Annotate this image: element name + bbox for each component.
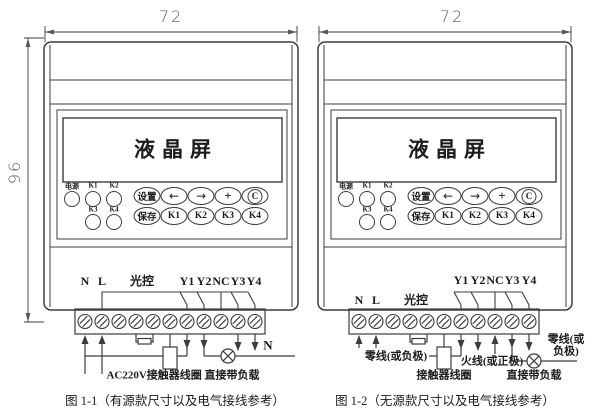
terminal-label-l-left: L bbox=[97, 274, 107, 288]
terminal-label-y1-right: Y1 bbox=[453, 273, 469, 287]
neutral-out-annotation-line2-right: 负极) bbox=[553, 345, 579, 358]
terminal-label-y4-right: Y4 bbox=[521, 273, 537, 287]
plus-button-right: + bbox=[488, 187, 516, 205]
device-case-left bbox=[43, 41, 299, 311]
terminal-label-n-right: N bbox=[354, 293, 364, 307]
k4-led-left bbox=[106, 214, 122, 230]
k2-button-right: K2 bbox=[461, 207, 489, 225]
power-led-left bbox=[64, 191, 80, 207]
indicator-label-k2-left: K2 bbox=[109, 181, 119, 190]
right-arrow-icon: → bbox=[195, 189, 207, 203]
left-arrow-icon: ← bbox=[442, 189, 454, 203]
live-in-annotation-right: 火线(或正极) bbox=[460, 355, 524, 368]
save-button-right: 保存 bbox=[407, 207, 435, 225]
indicator-label-k1-right: K1 bbox=[362, 181, 372, 190]
k1-button-left: K1 bbox=[160, 207, 188, 225]
arrow-right-button-left: → bbox=[187, 187, 215, 205]
c-circle-icon: C bbox=[521, 188, 537, 204]
k3-button-right: K3 bbox=[488, 207, 516, 225]
terminal-label-nc-left: NC bbox=[212, 274, 230, 288]
set-button-left: 设置 bbox=[133, 187, 161, 205]
indicator-label-k1-left: K1 bbox=[88, 181, 98, 190]
plus-icon: + bbox=[498, 188, 506, 203]
clear-button-left: C bbox=[241, 187, 269, 205]
caption-right: 图 1-2（无源款尺寸以及电气接线参考） bbox=[335, 393, 555, 408]
k1-led-right bbox=[359, 191, 375, 207]
dim-width-left: 72 bbox=[158, 7, 184, 26]
left-arrow-icon: ← bbox=[168, 189, 180, 203]
plus-button-left: + bbox=[214, 187, 242, 205]
neutral-wire-label-left: N bbox=[263, 337, 273, 353]
terminal-label-y1-left: Y1 bbox=[179, 274, 195, 288]
right-arrow-icon: → bbox=[469, 189, 481, 203]
terminal-label-y2-right: Y2 bbox=[470, 273, 486, 287]
terminal-label-nc-right: NC bbox=[486, 273, 504, 287]
dimension-lines-left bbox=[24, 26, 298, 323]
power-led-right bbox=[338, 191, 354, 207]
lcd-label-right: 液晶屏 bbox=[408, 137, 492, 162]
lcd-label-left: 液晶屏 bbox=[134, 137, 218, 162]
dimension-lines-right bbox=[318, 26, 572, 42]
terminal-label-light-right: 光控 bbox=[403, 293, 429, 307]
terminal-label-l-right: L bbox=[371, 293, 381, 307]
terminal-strip-right bbox=[348, 308, 540, 335]
terminal-label-light-left: 光控 bbox=[129, 274, 155, 288]
caption-left: 图 1-1（有源款尺寸以及电气接线参考） bbox=[65, 393, 285, 408]
indicator-label-k4-left: K4 bbox=[109, 205, 119, 214]
k2-button-left: K2 bbox=[187, 207, 215, 225]
terminal-label-n-left: N bbox=[80, 274, 90, 288]
terminal-strip-left bbox=[74, 308, 266, 335]
indicator-label-k3-right: K3 bbox=[362, 205, 372, 214]
dim-width-right: 72 bbox=[439, 7, 465, 26]
plus-icon: + bbox=[224, 188, 232, 203]
indicator-label-power-right: 电源 bbox=[339, 182, 353, 191]
indicator-label-k3-left: K3 bbox=[88, 205, 98, 214]
arrow-right-button-right: → bbox=[461, 187, 489, 205]
c-circle-icon: C bbox=[247, 188, 263, 204]
k2-led-right bbox=[380, 191, 396, 207]
k4-button-left: K4 bbox=[241, 207, 269, 225]
device-case-right bbox=[317, 41, 573, 311]
terminal-label-y2-left: Y2 bbox=[196, 274, 212, 288]
coil-load-annotation-left: AC220V接触器线圈 直接带负载 bbox=[106, 369, 260, 382]
terminal-label-y3-left: Y3 bbox=[230, 274, 246, 288]
terminal-label-y3-right: Y3 bbox=[504, 273, 520, 287]
relay-switches-right bbox=[453, 291, 530, 309]
terminal-screws-right bbox=[351, 313, 537, 330]
indicator-label-power-left: 电源 bbox=[65, 182, 79, 191]
k4-led-right bbox=[380, 214, 396, 230]
arrow-left-button-left: ← bbox=[160, 187, 188, 205]
neutral-out-annotation-line1-right: 零线(或 bbox=[547, 333, 585, 346]
k1-led-left bbox=[85, 191, 101, 207]
coil-annotation-right: 接触器线圈 bbox=[416, 369, 472, 382]
load-annotation-right: 直接带负载 bbox=[506, 369, 562, 382]
k1-button-right: K1 bbox=[434, 207, 462, 225]
indicator-label-k2-right: K2 bbox=[383, 181, 393, 190]
k3-button-left: K3 bbox=[214, 207, 242, 225]
k2-led-left bbox=[106, 191, 122, 207]
k3-led-right bbox=[359, 214, 375, 230]
clear-button-right: C bbox=[515, 187, 543, 205]
terminal-screws-left bbox=[77, 313, 263, 330]
k3-led-left bbox=[85, 214, 101, 230]
terminal-label-y4-left: Y4 bbox=[246, 274, 262, 288]
save-button-left: 保存 bbox=[133, 207, 161, 225]
set-button-right: 设置 bbox=[407, 187, 435, 205]
arrow-left-button-right: ← bbox=[434, 187, 462, 205]
indicator-label-k4-right: K4 bbox=[383, 205, 393, 214]
k4-button-right: K4 bbox=[515, 207, 543, 225]
dim-height-left: 96 bbox=[5, 159, 24, 185]
relay-switches-left bbox=[101, 291, 256, 309]
neutral-in-annotation-right: 零线(或负极) bbox=[364, 350, 428, 363]
